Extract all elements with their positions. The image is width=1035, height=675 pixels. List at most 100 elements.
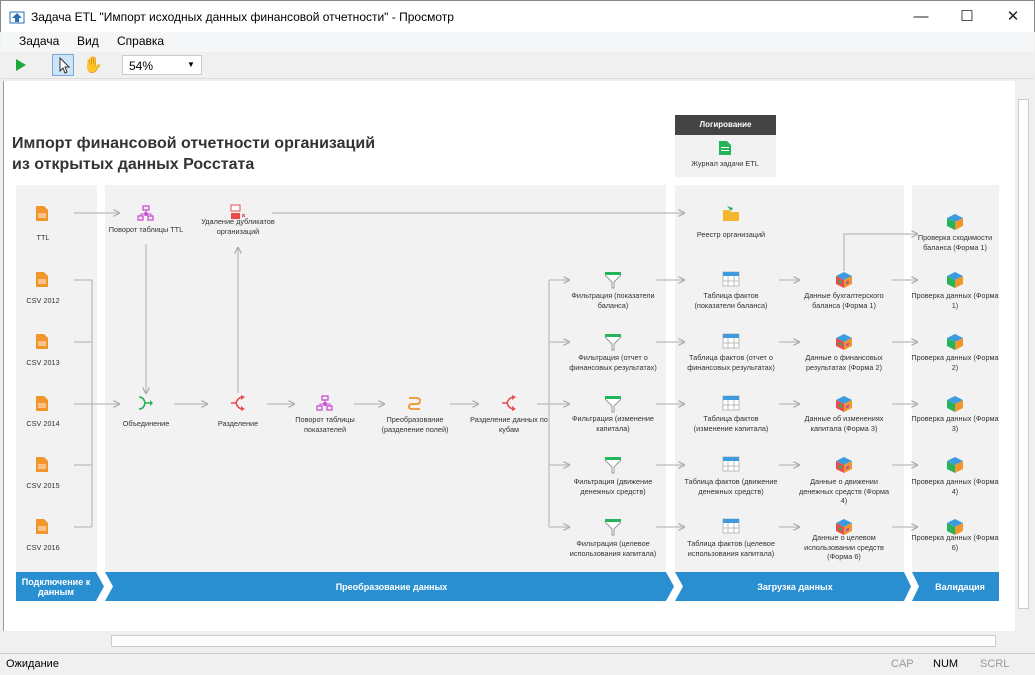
node-label: Таблица фактов (целевое использования ка… [687,539,775,558]
num-indicator: NUM [933,658,959,670]
window-title: Задача ETL "Импорт исходных данных финан… [31,10,454,24]
node-label: CSV 2014 [26,419,60,428]
vertical-scrollbar[interactable] [1016,81,1031,631]
node-label: Удаление дубликатов организаций [201,217,275,236]
title-line1: Импорт финансовой отчетности организаций [12,135,376,152]
node-label: Разделение данных по кубам [470,415,548,434]
table-icon [722,395,740,411]
menu-view[interactable]: Вид [77,34,99,48]
node-label: Проверка данных (Форма 3) [911,414,999,433]
node-label: Данные бухгалтерского баланса (Форма 1) [804,291,884,310]
stage-transform: Преобразование данных [335,581,448,592]
file-icon [36,206,48,221]
status-text: Ожидание [6,658,59,670]
node-label: Проверка данных (Форма 2) [911,353,999,372]
diagram-canvas[interactable]: Импорт финансовой отчетности организаций… [3,81,1015,631]
node-label: Проверка данных (Форма 4) [911,477,999,496]
check-cube-icon [947,457,963,473]
node-label: CSV 2013 [26,358,60,367]
merge-icon [138,396,153,410]
stage-arrow [16,572,104,601]
lane-transform [105,185,666,572]
stage-arrow [105,572,674,601]
pivot-icon [137,205,154,221]
filter-icon [604,272,622,289]
node-label: Фильтрация (показатели баланса) [571,291,655,310]
check-cube-icon [947,272,963,288]
zoom-value: 54% [129,59,154,73]
cube-icon [836,396,852,412]
app-icon [9,11,25,24]
logging-item-label: Журнал задачи ETL [691,159,759,168]
cube-icon [836,519,852,535]
node-label: Фильтрация (отчет о финансовых результат… [569,353,657,372]
node-label: Фильтрация (изменение капитала) [572,414,654,433]
edges [74,81,1015,631]
node-label: Таблица фактов (движение денежных средст… [684,477,778,496]
node-label: Фильтрация (целевое использования капита… [569,539,657,558]
node-label: Реестр организаций [696,230,766,239]
file-icon [36,272,48,287]
node-label: CSV 2016 [26,543,60,552]
node-label: Преобразование (разделение полей) [381,415,449,434]
minimize-button[interactable]: — [913,8,929,25]
folder-icon [723,206,739,221]
chevron-down-icon: ▼ [187,60,195,69]
table-icon [722,456,740,472]
log-icon[interactable] [719,141,731,155]
horizontal-scrollbar[interactable] [3,633,1015,649]
node-label: Объединение [122,419,170,428]
node-label: Таблица фактов (отчет о финансовых резул… [687,353,775,372]
transform-icon [408,397,421,410]
close-button[interactable]: ✕ [1006,8,1020,25]
cursor-icon [59,56,71,74]
node-label: Разделение [217,419,259,428]
node-label: Проверка данных (Форма 1) [911,291,999,310]
vertical-scroll-thumb[interactable] [1018,99,1029,609]
table-icon [722,333,740,349]
node-label: Таблица фактов (изменение капитала) [693,414,769,433]
cap-indicator: CAP [891,658,914,670]
lane-load [675,185,904,572]
diagram-title: Импорт финансовой отчетности организаций… [12,133,375,175]
stage-arrow [912,572,999,601]
select-tool-button[interactable] [52,54,74,76]
split-icon [231,395,245,411]
node-label: CSV 2012 [26,296,60,305]
stage-arrow [675,572,911,601]
filter-icon [604,334,622,351]
file-icon [36,519,48,534]
menu-help[interactable]: Справка [117,34,165,48]
node-label: Поворот таблицы TTL [108,225,184,234]
check-cube-icon [947,214,963,230]
run-icon[interactable] [15,58,27,72]
zoom-select[interactable]: 54% ▼ [122,55,202,75]
node-label: Фильтрация (движение денежных средств) [573,477,653,496]
lane-connect [16,185,97,572]
cube-icon [836,334,852,350]
stage-ribbon [16,572,999,601]
toolbar: ✋ 54% ▼ [1,52,1034,79]
check-cube-icon [947,396,963,412]
dedupe-icon [230,204,246,219]
check-cube-icon [947,519,963,535]
filter-icon [604,457,622,474]
maximize-button[interactable]: ☐ [960,8,974,25]
check-cube-icon [947,334,963,350]
stage-validate: Валидация [935,581,985,592]
node-label: Проверка данных (Форма 6) [911,533,999,552]
node-label: Поворот таблицы показателей [295,415,355,434]
horizontal-scroll-thumb[interactable] [111,635,996,647]
node-label: TTL [36,233,50,242]
node-label: Таблица фактов (показатели баланса) [694,291,768,310]
stage-load: Загрузка данных [757,581,833,592]
split-icon [502,395,516,411]
stage-connect: Подключение к данным [21,576,91,597]
node-label: Проверка сходимости баланса (Форма 1) [917,233,993,252]
file-icon [36,396,48,411]
cube-icon [836,272,852,288]
file-icon [36,457,48,472]
pan-tool-button[interactable]: ✋ [83,55,103,75]
node-label: Данные о движении денежных средств (Форм… [798,477,890,505]
menu-task[interactable]: Задача [19,34,60,48]
